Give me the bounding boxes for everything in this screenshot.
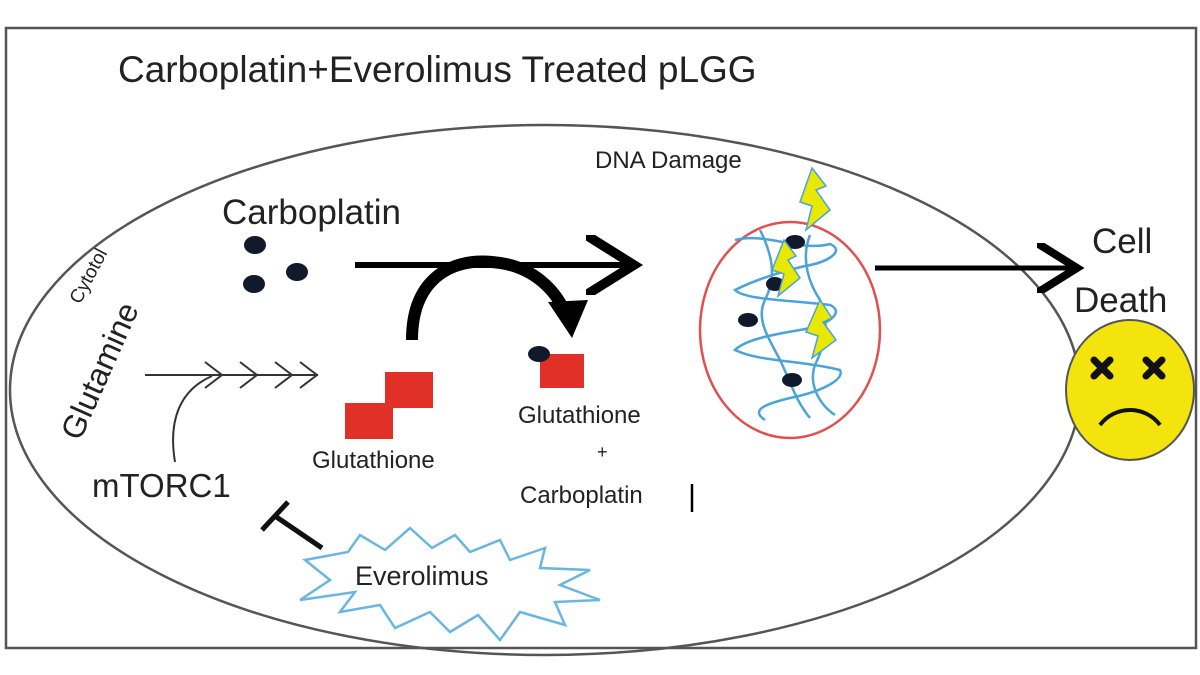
glutathione-right-label: Glutathione (518, 402, 641, 429)
glutathione-binding-curve (406, 255, 574, 341)
glutathione-left-label: Glutathione (312, 447, 435, 474)
dead-face-icon (1065, 319, 1195, 461)
dna-damage-label: DNA Damage (595, 147, 742, 174)
everolimus-inhibition-line (260, 500, 324, 551)
carboplatin-bound-label: Carboplatin (520, 482, 643, 509)
glutathione-molecules (345, 372, 433, 439)
death-label: Death (1074, 281, 1167, 320)
glutamine-label: Glutamine (54, 297, 146, 445)
glutathione-binding-arrowhead (548, 300, 588, 338)
figure-title: Carboplatin+Everolimus Treated pLGG (118, 49, 757, 90)
figure-frame (4, 26, 1198, 650)
everolimus-label: Everolimus (355, 561, 489, 591)
carboplatin-molecules (243, 236, 308, 293)
mtorc1-regulation-curve (172, 375, 213, 463)
glutamine-to-glutathione-arrow (145, 361, 319, 389)
carboplatin-label: Carboplatin (222, 193, 401, 232)
lightning-bolt-icon (771, 166, 838, 360)
dna-adducts (738, 235, 805, 387)
plus-label: + (597, 442, 608, 462)
cell-label: Cell (1092, 222, 1152, 261)
nucleus (698, 220, 882, 440)
everolimus-starburst (299, 526, 601, 643)
mtorc1-label: mTORC1 (92, 467, 231, 504)
glutathione-carboplatin-complex (528, 346, 584, 388)
cytosol-label: Cytotol (66, 245, 112, 307)
